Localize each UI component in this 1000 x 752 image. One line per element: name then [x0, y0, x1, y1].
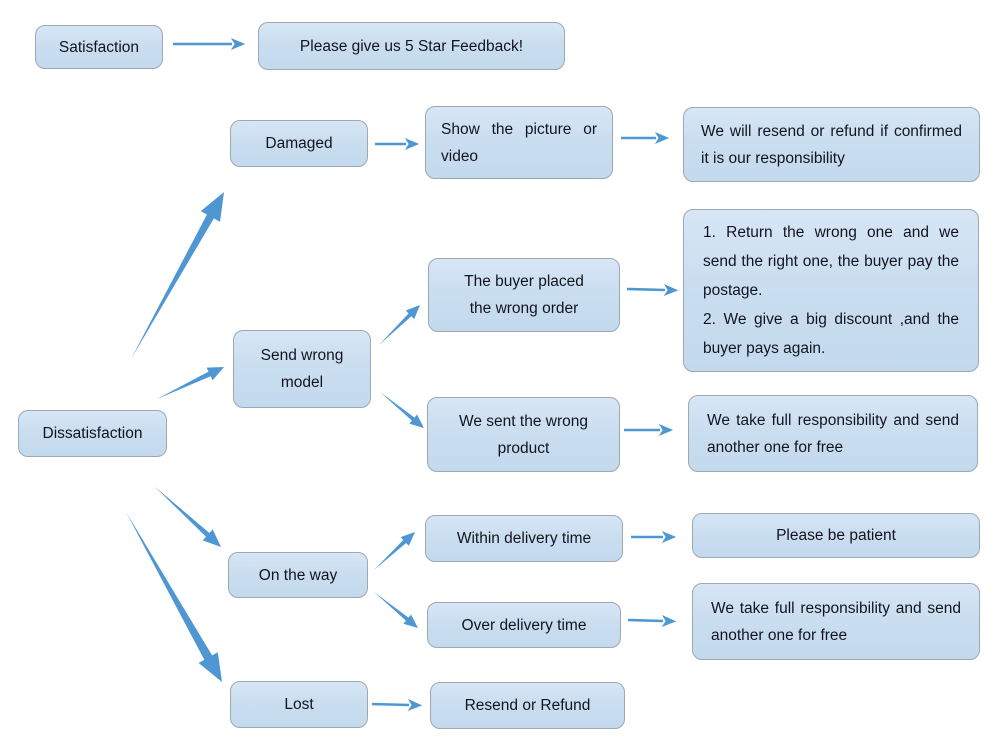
arrow-send-wrong-model-to-buyer-order	[379, 305, 420, 345]
node-send-wrong-model: Send wrong model	[233, 330, 371, 408]
node-on-the-way: On the way	[228, 552, 368, 598]
node-satisfaction-label: Satisfaction	[58, 38, 140, 56]
node-over-delivery-label: Over delivery time	[461, 616, 587, 634]
arrow-dissatisfaction-to-send-wrong-model	[157, 367, 224, 399]
node-wrong-order-outcome: 1. Return the wrong one and we send the …	[683, 209, 979, 372]
arrow-on-the-way-to-within-delivery	[374, 532, 415, 570]
node-dissatisfaction-label: Dissatisfaction	[42, 425, 143, 442]
node-buyer-wrong-order: The buyer placed the wrong order	[428, 258, 620, 332]
node-resend-or-refund-label: Resend or Refund	[464, 697, 591, 714]
node-five-star-feedback: Please give us 5 Star Feedback!	[258, 22, 565, 70]
node-satisfaction: Satisfaction	[35, 25, 163, 69]
arrow-dissatisfaction-to-on-the-way	[154, 486, 221, 547]
node-show-picture-label: Show the picture or video	[441, 120, 597, 165]
arrow-on-the-way-to-over-delivery	[374, 592, 418, 628]
node-show-picture: Show the picture or video	[425, 106, 613, 179]
node-damaged-label: Damaged	[265, 135, 333, 152]
node-resend-if-confirmed: We will resend or refund if confirmed it…	[683, 107, 980, 182]
arrow-dissatisfaction-to-lost	[126, 512, 222, 682]
node-we-sent-wrong: We sent the wrong product	[427, 397, 620, 472]
node-lost-label: Lost	[284, 696, 314, 713]
node-dissatisfaction: Dissatisfaction	[18, 410, 167, 457]
arrow-send-wrong-model-to-we-sent-wrong	[380, 392, 424, 428]
node-send-wrong-model-label: Send wrong model	[260, 347, 344, 391]
node-resend-or-refund: Resend or Refund	[430, 682, 625, 729]
node-damaged: Damaged	[230, 120, 368, 167]
arrow-dissatisfaction-to-damaged	[131, 192, 224, 359]
node-on-the-way-label: On the way	[258, 566, 338, 584]
arrow-lost-to-resend-refund	[371, 698, 423, 711]
arrow-buyer-order-to-outcome	[626, 283, 679, 296]
node-wrong-order-outcome-item1: 1. Return the wrong one and we send the …	[703, 224, 959, 299]
node-over-delivery: Over delivery time	[427, 602, 621, 648]
node-full-responsibility-late: We take full responsibility and send ano…	[692, 583, 980, 660]
node-full-responsibility-wrong-label: We take full responsibility and send ano…	[707, 411, 959, 456]
arrow-over-delivery-to-responsibility	[627, 614, 677, 627]
node-lost: Lost	[230, 681, 368, 728]
node-buyer-wrong-order-label: The buyer placed the wrong order	[464, 273, 584, 317]
node-be-patient-label: Please be patient	[776, 527, 896, 544]
node-resend-if-confirmed-label: We will resend or refund if confirmed it…	[701, 122, 962, 167]
node-we-sent-wrong-label: We sent the wrong product	[459, 412, 588, 457]
node-five-star-feedback-label: Please give us 5 Star Feedback!	[299, 37, 524, 55]
node-full-responsibility-wrong: We take full responsibility and send ano…	[688, 395, 978, 472]
node-full-responsibility-late-label: We take full responsibility and send ano…	[711, 599, 961, 644]
node-within-delivery: Within delivery time	[425, 515, 623, 562]
node-within-delivery-label: Within delivery time	[456, 530, 592, 547]
node-be-patient: Please be patient	[692, 513, 980, 558]
node-wrong-order-outcome-item2: 2. We give a big discount ,and the buyer…	[703, 311, 959, 357]
